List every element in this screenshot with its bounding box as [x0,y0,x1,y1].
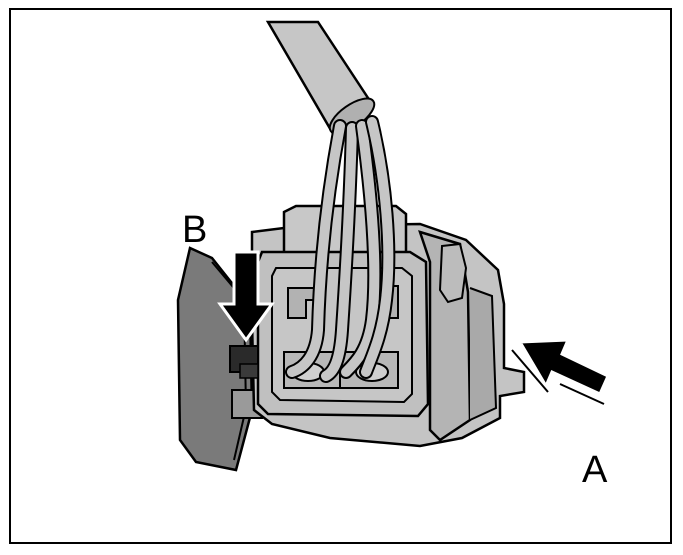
arrow-b-icon [217,250,275,343]
arrow-a-icon [511,338,610,405]
wire-bundle [285,115,396,383]
connector-latch-bump [438,242,468,304]
label-a: A [582,449,608,491]
lock-tab-step [239,363,259,379]
label-b: B [182,209,207,251]
connector-right-rib [469,287,498,421]
